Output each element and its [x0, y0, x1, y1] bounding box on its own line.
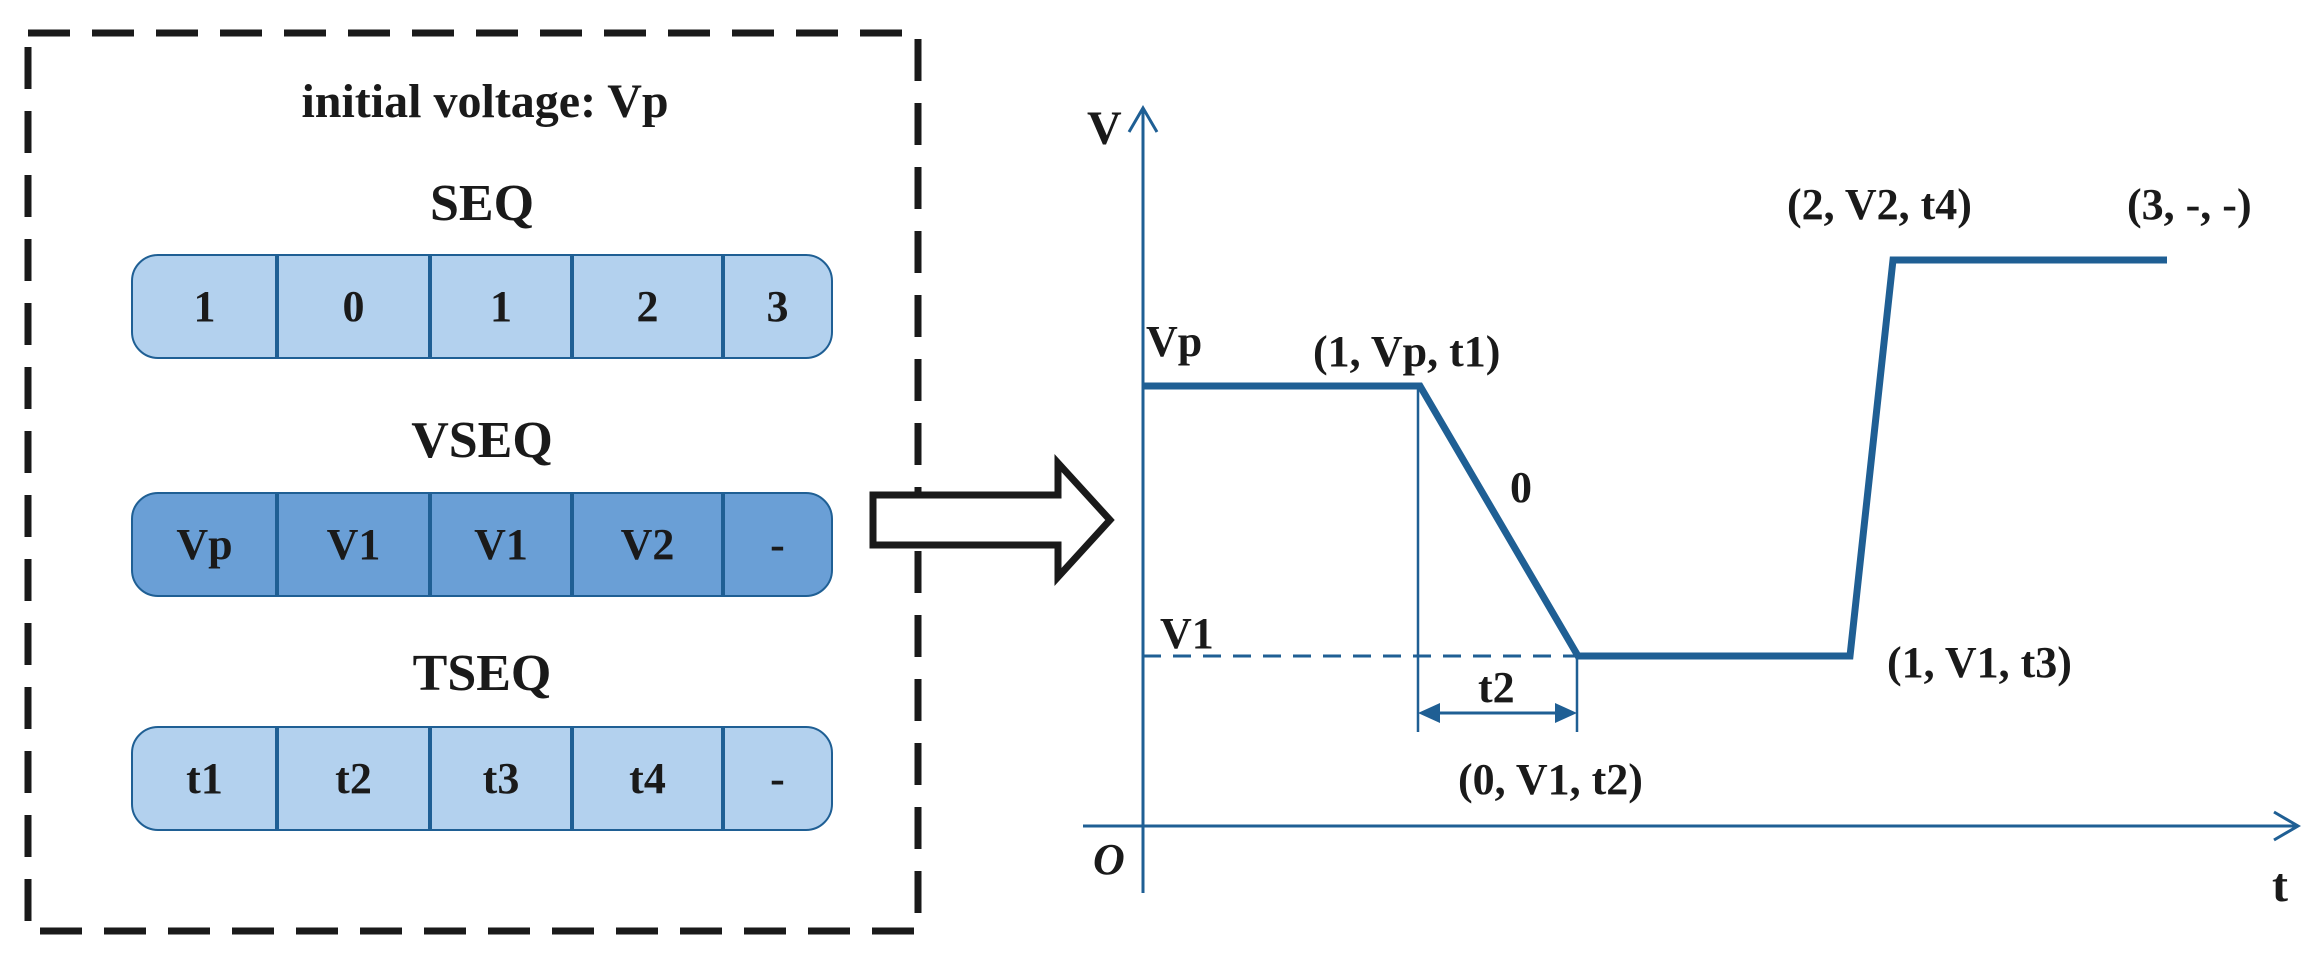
tseq-cell: - [770, 754, 785, 803]
tseq-title: TSEQ [412, 645, 552, 702]
seq-cell: 3 [766, 282, 789, 331]
seq-bar-fill [131, 254, 833, 359]
voltage-waveform [1143, 256, 2167, 660]
x-axis-arrow-icon [2273, 810, 2301, 842]
point-label-3: (3, -, -) [2127, 180, 2252, 229]
vp-level-label: Vp [1146, 317, 1203, 366]
origin-label: O [1093, 835, 1125, 884]
seq-cell: 0 [342, 282, 365, 331]
point-label-2-v2-t4: (2, V2, t4) [1787, 180, 1972, 229]
tseq-cell: t1 [186, 754, 223, 803]
seq-cell: 1 [193, 282, 216, 331]
y-axis-arrow-icon [1127, 105, 1159, 133]
tseq-bar-fill [131, 726, 833, 831]
v1-level-label: V1 [1160, 609, 1214, 658]
initial-voltage-title: initial voltage: Vp [301, 75, 669, 128]
conversion-arrow-icon [869, 453, 1115, 587]
tseq-bar [131, 726, 833, 831]
point-label-0-v1-t2: (0, V1, t2) [1458, 755, 1643, 804]
vseq-title: VSEQ [411, 412, 553, 469]
t2-interval-label: t2 [1478, 663, 1515, 712]
tseq-cell: t4 [629, 754, 666, 803]
tseq-cell: t2 [335, 754, 372, 803]
vseq-cell: V1 [326, 520, 381, 569]
seq-bar [131, 254, 833, 359]
axes [1083, 105, 2301, 893]
vseq-cell: V1 [474, 520, 528, 569]
y-axis-label: V [1087, 102, 1122, 155]
t2-dimension-arrow [1418, 703, 1577, 723]
point-label-1-v1-t3: (1, V1, t3) [1887, 638, 2072, 687]
arrowhead-left-icon [1418, 703, 1440, 723]
vseq-bar [131, 492, 833, 597]
point-label-1-vp-t1: (1, Vp, t1) [1313, 327, 1501, 376]
x-axis-label: t [2272, 859, 2288, 912]
vseq-cell: V2 [620, 520, 675, 569]
slope-label: 0 [1510, 463, 1532, 512]
arrowhead-right-icon [1555, 703, 1577, 723]
seq-title: SEQ [429, 175, 535, 232]
vseq-cell: Vp [176, 520, 233, 569]
vseq-bar-fill [131, 492, 833, 597]
seq-cell: 1 [490, 282, 512, 331]
tseq-cell: t3 [482, 754, 520, 803]
vseq-cell: - [770, 520, 785, 569]
seq-cell: 2 [636, 282, 659, 331]
